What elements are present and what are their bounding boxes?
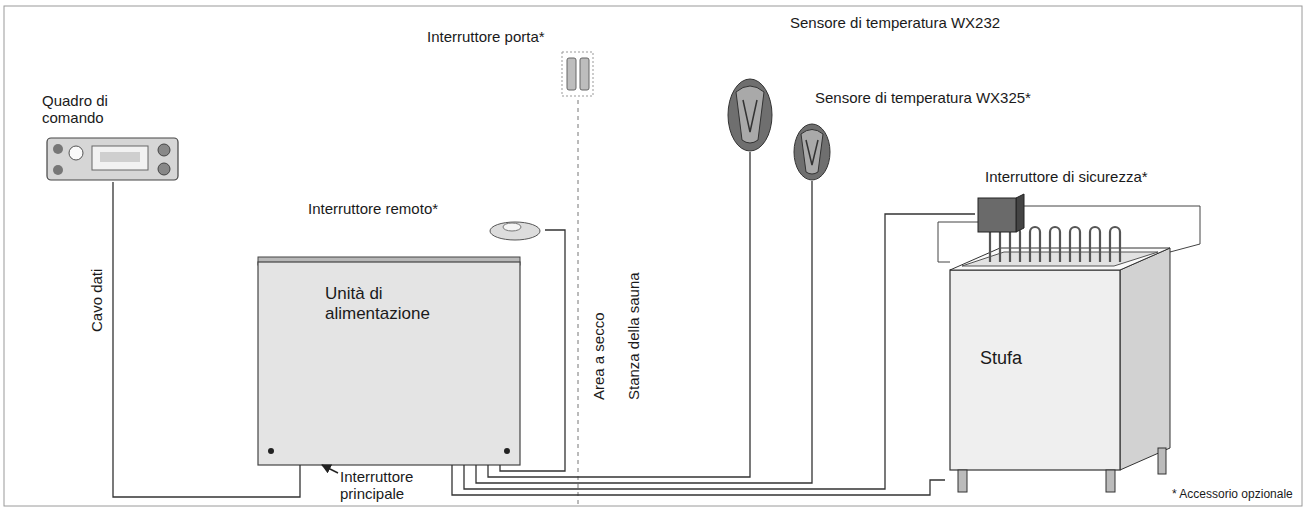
power-unit-housing: [258, 262, 520, 465]
door-switch-outline: [562, 52, 593, 96]
temperature-sensor: [728, 79, 772, 151]
zone-label: Area a secco: [590, 312, 607, 400]
node-label: Stufa: [980, 348, 1022, 369]
remote-switch: [490, 222, 540, 240]
zone-label: Stanza della sauna: [625, 272, 642, 400]
screw: [504, 448, 510, 454]
heater-leg: [1158, 448, 1166, 474]
door-switch-part: [567, 58, 576, 90]
node-label: Sensore di temperatura WX232: [790, 14, 1000, 31]
part-label: Interruttore principale: [340, 468, 432, 503]
node-label: Interruttore remoto*: [308, 200, 438, 217]
cable: [488, 152, 750, 477]
sensor-face: [736, 86, 764, 143]
control-panel: [47, 138, 178, 180]
heating-element: [1110, 227, 1120, 262]
frame: [4, 6, 1302, 506]
zone-divider: [578, 100, 579, 505]
heating-element: [1050, 227, 1060, 262]
sensor-detail: [806, 140, 818, 165]
heater: Stufa: [945, 238, 1165, 500]
node-label: Quadro di comando: [42, 92, 130, 127]
screw: [268, 448, 274, 454]
cable: [452, 465, 945, 495]
heating-element: [1090, 227, 1100, 262]
door-switch: Interruttore porta*: [425, 26, 597, 98]
node-label: Interruttore di sicurezza*: [985, 168, 1148, 185]
temperature-sensor: Sensore di temperatura WX232: [725, 12, 1055, 152]
temperature-sensor: Sensore di temperatura WX325*: [790, 88, 1100, 181]
cable: [464, 214, 975, 489]
panel-button: [53, 144, 63, 154]
heater-leg: [958, 470, 967, 492]
temperature-sensor: [794, 124, 830, 180]
cable: [476, 181, 812, 483]
sensor-face: [801, 130, 823, 175]
sensor-detail: [743, 100, 757, 132]
safety-switch: Interruttore di sicurezza*: [975, 168, 1265, 234]
cable: [500, 230, 565, 471]
panel-display: [92, 146, 148, 170]
safety-switch: [978, 198, 1016, 232]
node-label: Interruttore porta*: [427, 28, 545, 45]
cable-label: Cavo dati: [88, 269, 105, 332]
panel-button: [158, 163, 170, 175]
control-panel: Quadro di comando: [40, 92, 180, 182]
safety-switch-side: [1016, 194, 1024, 232]
heating-element: [1030, 227, 1040, 262]
heater-leg: [1106, 470, 1115, 492]
remote-button: [503, 223, 521, 231]
panel-button: [53, 165, 63, 175]
heater-front: [950, 270, 1120, 470]
panel-button: [158, 144, 170, 156]
door-switch-part: [580, 58, 589, 90]
capillary-line: [938, 222, 978, 262]
panel-button: [69, 146, 83, 160]
node-label: Sensore di temperatura WX325*: [815, 89, 1031, 106]
panel-screen: [100, 152, 140, 162]
note: * Accessorio opzionale: [1172, 488, 1293, 502]
power-unit: Unità di alimentazione: [258, 262, 520, 465]
heating-element: [1070, 227, 1080, 262]
cable: [113, 182, 300, 497]
remote-switch: Interruttore remoto*: [305, 198, 545, 244]
capillary-line: [1016, 206, 1200, 252]
heater-side: [1120, 248, 1170, 470]
node-label: Unità di alimentazione: [325, 284, 460, 323]
pointer-arrow: [322, 465, 338, 473]
